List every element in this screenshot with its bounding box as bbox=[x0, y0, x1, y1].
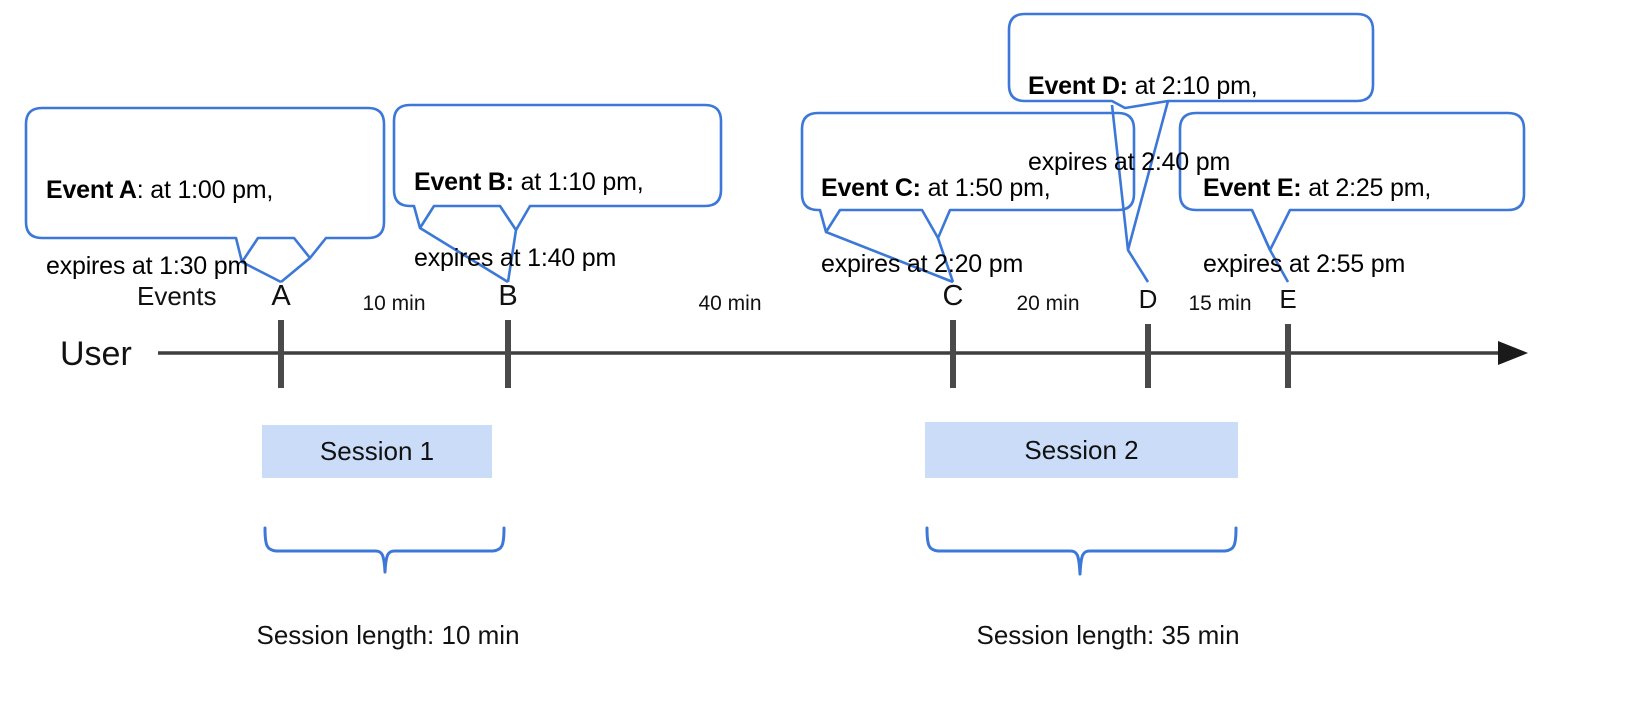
callout-line2-event-d: expires at 2:40 pm bbox=[1028, 148, 1231, 176]
callout-sep-event-b bbox=[514, 168, 521, 196]
session-box-2[interactable]: Session 2 bbox=[925, 422, 1238, 478]
marker-letter-e: E bbox=[1279, 284, 1297, 314]
marker-letter-c: C bbox=[942, 280, 964, 312]
session-box-2-label: Session 2 bbox=[1024, 434, 1139, 465]
callout-bold-event-b: Event B: bbox=[414, 168, 514, 196]
callout-bold-event-a: Event A bbox=[46, 176, 137, 204]
gap-label-c-d: 20 min bbox=[1016, 292, 1080, 315]
callout-bold-event-d: Event D: bbox=[1028, 72, 1128, 100]
session-length-1: Session length: 10 min bbox=[256, 620, 520, 650]
callout-line2-event-b: expires at 1:40 pm bbox=[414, 244, 617, 272]
callout-text-event-c: Event C: at 1:50 pm, expires at 2:20 pm bbox=[821, 131, 1141, 283]
brace-session-1 bbox=[263, 526, 506, 574]
marker-letter-b: B bbox=[498, 280, 518, 312]
session-length-2: Session length: 35 min bbox=[976, 620, 1240, 650]
callout-sep-event-d bbox=[1128, 72, 1135, 100]
session-box-1[interactable]: Session 1 bbox=[262, 425, 492, 478]
callout-shape-event-a bbox=[24, 106, 386, 284]
callout-shape-event-e bbox=[1178, 111, 1526, 283]
callout-line1-event-a: at 1:00 pm, bbox=[150, 176, 274, 204]
marker-letter-a: A bbox=[271, 280, 291, 312]
callout-bold-event-e: Event E: bbox=[1203, 174, 1302, 202]
user-lane-label: User bbox=[60, 335, 132, 373]
callout-text-event-d: Event D: at 2:10 pm, expires at 2:40 pm bbox=[1028, 29, 1378, 181]
callout-line1-event-e: at 2:25 pm, bbox=[1308, 174, 1432, 202]
callout-text-event-b: Event B: at 1:10 pm, expires at 1:40 pm bbox=[414, 125, 724, 277]
callout-line1-event-d: at 2:10 pm, bbox=[1134, 72, 1258, 100]
callout-line1-event-c: at 1:50 pm, bbox=[927, 174, 1051, 202]
timeline-ticks bbox=[278, 320, 1291, 388]
events-row-label: Events bbox=[137, 281, 217, 311]
callout-line1-event-b: at 1:10 pm, bbox=[520, 168, 644, 196]
callout-text-event-a: Event A: at 1:00 pm, expires at 1:30 pm bbox=[46, 133, 386, 285]
callout-text-event-e: Event E: at 2:25 pm, expires at 2:55 pm bbox=[1203, 131, 1533, 283]
session-box-1-label: Session 1 bbox=[319, 436, 435, 466]
callout-shape-event-d bbox=[1007, 12, 1375, 283]
marker-letter-d: D bbox=[1138, 284, 1158, 314]
gap-label-a-b: 10 min bbox=[362, 292, 426, 315]
callout-line2-event-c: expires at 2:20 pm bbox=[821, 250, 1024, 278]
callout-line2-event-a: expires at 1:30 pm bbox=[46, 252, 249, 280]
callout-sep-event-a: : bbox=[136, 176, 151, 204]
gap-label-b-c: 40 min bbox=[698, 292, 762, 315]
callout-sep-event-c bbox=[921, 174, 928, 202]
gap-label-d-e: 15 min bbox=[1188, 292, 1252, 315]
timeline-axis bbox=[158, 341, 1528, 365]
callout-bold-event-c: Event C: bbox=[821, 174, 921, 202]
callout-line2-event-e: expires at 2:55 pm bbox=[1203, 250, 1406, 278]
brace-session-2 bbox=[925, 526, 1238, 576]
callout-shape-event-c bbox=[800, 111, 1136, 284]
callout-shape-event-b bbox=[392, 103, 723, 284]
